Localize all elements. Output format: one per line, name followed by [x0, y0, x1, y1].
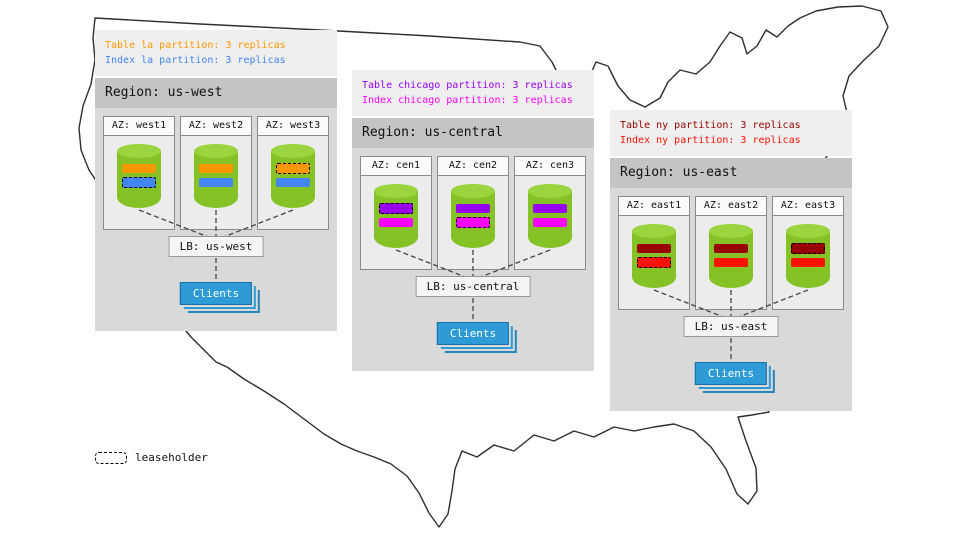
- table-replica: [714, 244, 748, 253]
- cylinder-top: [786, 224, 830, 238]
- region-box-us-central: Region: us-central AZ: cen1 AZ: cen2: [352, 118, 594, 371]
- index-replica-leaseholder: [637, 257, 671, 268]
- region-group-us-west: Table la partition: 3 replicas Index la …: [95, 30, 337, 331]
- database-cylinder-icon: [271, 144, 315, 208]
- load-balancer: LB: us-central: [415, 276, 531, 297]
- leaseholder-swatch-icon: [95, 451, 127, 464]
- az-row: AZ: cen1 AZ: cen2: [352, 148, 594, 270]
- az-box-cen3: AZ: cen3: [514, 156, 586, 270]
- table-replica-leaseholder: [791, 243, 825, 254]
- leaseholder-key-label: leaseholder: [135, 451, 208, 464]
- az-label: AZ: east2: [696, 197, 766, 216]
- az-body: [773, 216, 843, 309]
- az-box-cen2: AZ: cen2: [437, 156, 509, 270]
- az-body: [258, 136, 328, 229]
- table-replica-leaseholder: [276, 163, 310, 174]
- cylinder-top: [528, 184, 572, 198]
- az-row: AZ: east1 AZ: east2: [610, 188, 852, 310]
- index-replica-leaseholder: [456, 217, 490, 228]
- cylinder-top: [117, 144, 161, 158]
- az-body: [515, 176, 585, 269]
- az-body: [104, 136, 174, 229]
- az-box-east3: AZ: east3: [772, 196, 844, 310]
- az-label: AZ: east3: [773, 197, 843, 216]
- az-body: [181, 136, 251, 229]
- az-label: AZ: west2: [181, 117, 251, 136]
- table-replica: [533, 204, 567, 213]
- az-body: [438, 176, 508, 269]
- az-box-east1: AZ: east1: [618, 196, 690, 310]
- legend-table-partition: Table la partition: 3 replicas: [105, 40, 286, 51]
- legend-index-partition: Index chicago partition: 3 replicas: [362, 95, 573, 106]
- az-box-west2: AZ: west2: [180, 116, 252, 230]
- az-label: AZ: cen3: [515, 157, 585, 176]
- az-label: AZ: west3: [258, 117, 328, 136]
- az-box-west1: AZ: west1: [103, 116, 175, 230]
- index-replica: [276, 178, 310, 187]
- database-cylinder-icon: [632, 224, 676, 288]
- legend-table-partition: Table ny partition: 3 replicas: [620, 120, 801, 131]
- az-box-cen1: AZ: cen1: [360, 156, 432, 270]
- az-label: AZ: west1: [104, 117, 174, 136]
- partition-legend-us-central: Table chicago partition: 3 replicas Inde…: [352, 70, 594, 116]
- clients-box: Clients: [436, 322, 510, 345]
- load-balancer: LB: us-west: [168, 236, 264, 257]
- index-replica: [199, 178, 233, 187]
- database-cylinder-icon: [451, 184, 495, 248]
- partition-legend-us-east: Table ny partition: 3 replicas Index ny …: [610, 110, 852, 156]
- partition-legend-us-west: Table la partition: 3 replicas Index la …: [95, 30, 337, 76]
- region-group-us-east: Table ny partition: 3 replicas Index ny …: [610, 110, 852, 411]
- database-cylinder-icon: [374, 184, 418, 248]
- table-replica: [637, 244, 671, 253]
- index-replica-leaseholder: [122, 177, 156, 188]
- az-body: [361, 176, 431, 269]
- leaseholder-key: leaseholder: [95, 451, 208, 464]
- region-group-us-central: Table chicago partition: 3 replicas Inde…: [352, 70, 594, 371]
- index-replica: [533, 218, 567, 227]
- cylinder-top: [632, 224, 676, 238]
- index-replica: [379, 218, 413, 227]
- cylinder-top: [374, 184, 418, 198]
- legend-table-partition: Table chicago partition: 3 replicas: [362, 80, 573, 91]
- index-replica: [714, 258, 748, 267]
- region-title: Region: us-east: [610, 158, 852, 188]
- table-replica: [456, 204, 490, 213]
- legend-index-partition: Index ny partition: 3 replicas: [620, 135, 801, 146]
- region-box-us-east: Region: us-east AZ: east1 AZ: east2: [610, 158, 852, 411]
- legend-index-partition: Index la partition: 3 replicas: [105, 55, 286, 66]
- region-title: Region: us-west: [95, 78, 337, 108]
- az-box-west3: AZ: west3: [257, 116, 329, 230]
- az-body: [696, 216, 766, 309]
- database-cylinder-icon: [528, 184, 572, 248]
- clients-box: Clients: [179, 282, 253, 305]
- index-replica: [791, 258, 825, 267]
- region-box-us-west: Region: us-west AZ: west1 AZ: west2: [95, 78, 337, 331]
- load-balancer: LB: us-east: [683, 316, 779, 337]
- cylinder-top: [709, 224, 753, 238]
- database-cylinder-icon: [786, 224, 830, 288]
- cylinder-top: [194, 144, 238, 158]
- region-title: Region: us-central: [352, 118, 594, 148]
- az-label: AZ: east1: [619, 197, 689, 216]
- table-replica: [122, 164, 156, 173]
- cylinder-top: [271, 144, 315, 158]
- table-replica: [199, 164, 233, 173]
- az-box-east2: AZ: east2: [695, 196, 767, 310]
- clients-box: Clients: [694, 362, 768, 385]
- database-cylinder-icon: [709, 224, 753, 288]
- az-label: AZ: cen1: [361, 157, 431, 176]
- database-cylinder-icon: [117, 144, 161, 208]
- az-label: AZ: cen2: [438, 157, 508, 176]
- table-replica-leaseholder: [379, 203, 413, 214]
- az-row: AZ: west1 AZ: west2: [95, 108, 337, 230]
- az-body: [619, 216, 689, 309]
- cylinder-top: [451, 184, 495, 198]
- database-cylinder-icon: [194, 144, 238, 208]
